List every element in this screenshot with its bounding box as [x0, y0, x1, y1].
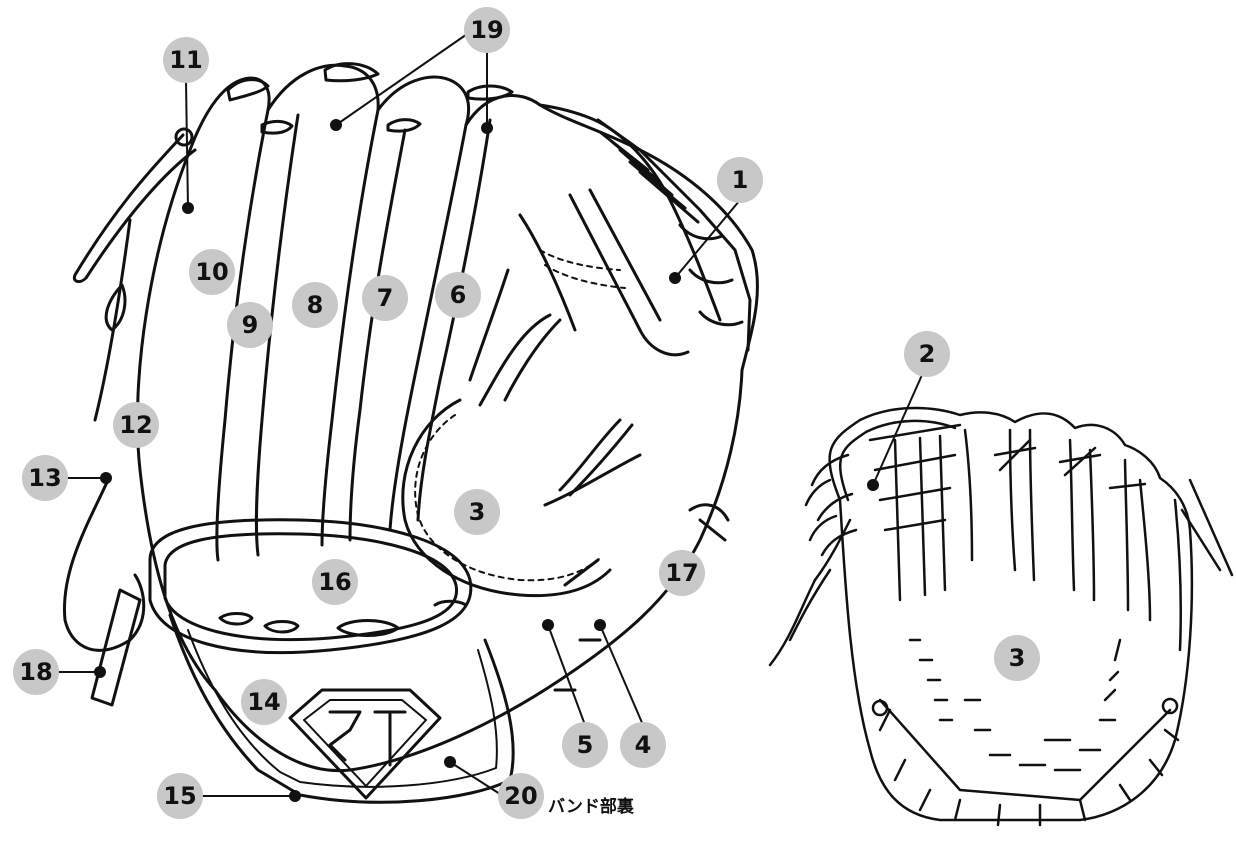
marker-15: 15: [157, 773, 203, 819]
svg-text:18: 18: [19, 658, 52, 686]
marker-13: 13: [22, 455, 68, 501]
marker-4: 4: [620, 722, 666, 768]
svg-text:20: 20: [504, 782, 537, 810]
marker-11: 11: [163, 37, 209, 83]
svg-text:15: 15: [163, 782, 196, 810]
marker-6: 6: [435, 272, 481, 318]
svg-text:10: 10: [195, 258, 228, 286]
marker-5: 5: [562, 722, 608, 768]
marker-1: 1: [717, 157, 763, 203]
marker-3-back: 3: [454, 489, 500, 535]
marker-10: 10: [189, 249, 235, 295]
marker-3-palm: 3: [994, 635, 1040, 681]
svg-text:11: 11: [169, 46, 202, 74]
marker-20: 20: [498, 773, 544, 819]
marker-16: 16: [312, 559, 358, 605]
marker-7: 7: [362, 275, 408, 321]
band-back-caption: バンド部裏: [548, 792, 634, 817]
marker-2: 2: [904, 331, 950, 377]
svg-text:7: 7: [377, 284, 394, 312]
svg-text:6: 6: [450, 281, 467, 309]
svg-text:3: 3: [1009, 644, 1026, 672]
svg-text:17: 17: [665, 559, 698, 587]
glove-palm-view: [770, 408, 1232, 825]
marker-8: 8: [292, 282, 338, 328]
marker-17: 17: [659, 550, 705, 596]
marker-19: 19: [464, 7, 510, 53]
marker-14: 14: [241, 679, 287, 725]
glove-back-view: [64, 64, 757, 803]
svg-text:12: 12: [119, 411, 152, 439]
svg-text:9: 9: [242, 311, 259, 339]
svg-text:4: 4: [635, 731, 652, 759]
svg-text:16: 16: [318, 568, 351, 596]
svg-text:3: 3: [469, 498, 486, 526]
marker-12: 12: [113, 402, 159, 448]
marker-18: 18: [13, 649, 59, 695]
svg-text:8: 8: [307, 291, 324, 319]
svg-text:5: 5: [577, 731, 594, 759]
svg-text:14: 14: [247, 688, 280, 716]
svg-text:19: 19: [470, 16, 503, 44]
marker-9: 9: [227, 302, 273, 348]
svg-text:2: 2: [919, 340, 936, 368]
svg-text:1: 1: [732, 166, 749, 194]
svg-text:13: 13: [28, 464, 61, 492]
